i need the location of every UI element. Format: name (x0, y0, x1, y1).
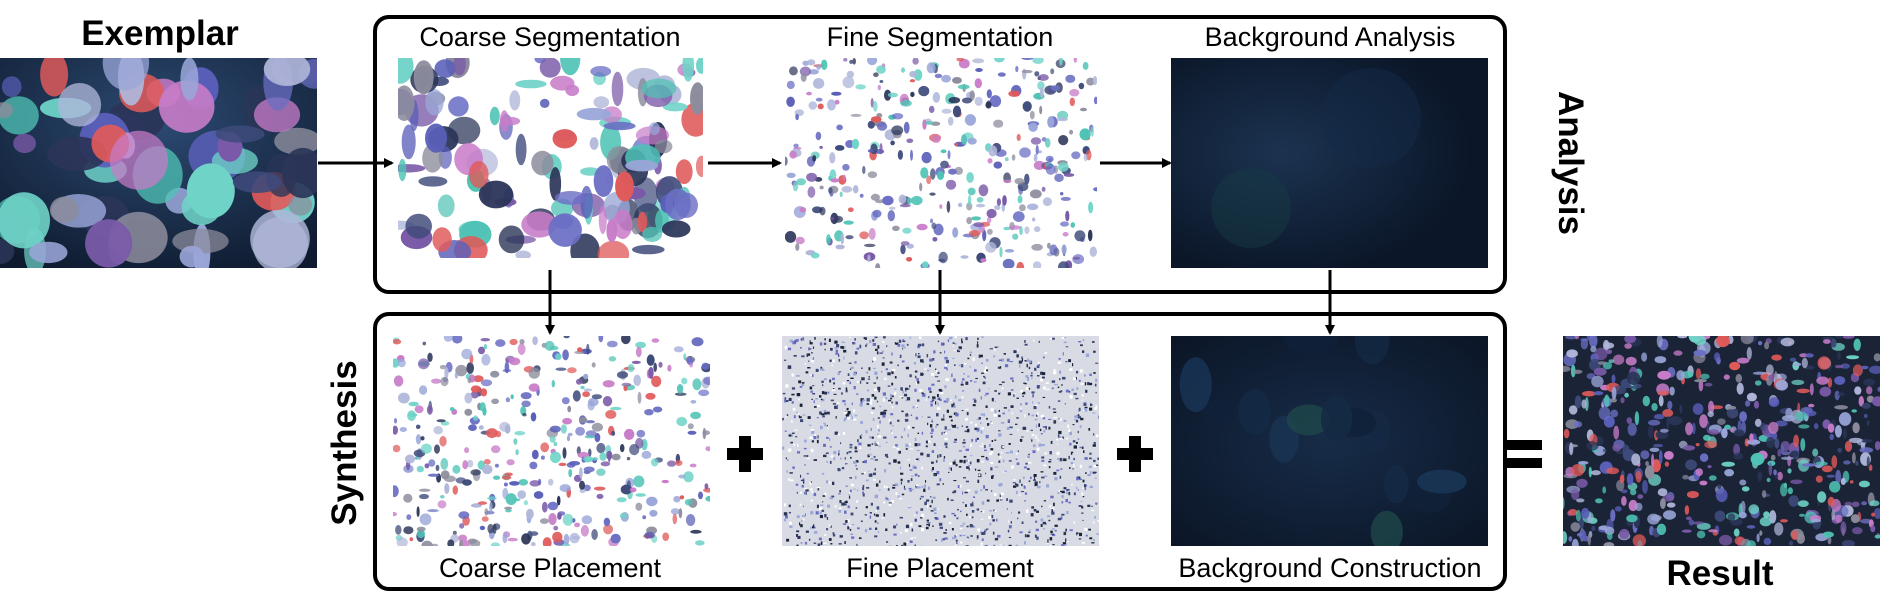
analysis-vertical-label: Analysis (1551, 91, 1590, 235)
plus-operator-1 (727, 436, 763, 472)
background-construction-image (1171, 336, 1488, 546)
equals-operator (1506, 440, 1542, 468)
plus-operator-2 (1117, 436, 1153, 472)
fine-segmentation-label: Fine Segmentation (826, 22, 1054, 52)
background-analysis-label: Background Analysis (1204, 22, 1456, 52)
coarse-segmentation-image (398, 58, 703, 258)
synthesis-vertical-label: Synthesis (325, 360, 364, 526)
result-image (1563, 336, 1880, 546)
background-analysis-image (1171, 58, 1488, 268)
exemplar-image (0, 58, 317, 268)
fine-placement-image (782, 336, 1099, 546)
fine-segmentation-image (785, 58, 1097, 268)
coarse-placement-image (393, 336, 710, 546)
result-title: Result (1666, 554, 1774, 593)
fine-placement-label: Fine Placement (846, 553, 1034, 583)
coarse-segmentation-label: Coarse Segmentation (419, 22, 681, 52)
coarse-placement-label: Coarse Placement (438, 553, 662, 583)
background-construction-label: Background Construction (1178, 553, 1482, 583)
exemplar-title: Exemplar (81, 14, 239, 53)
